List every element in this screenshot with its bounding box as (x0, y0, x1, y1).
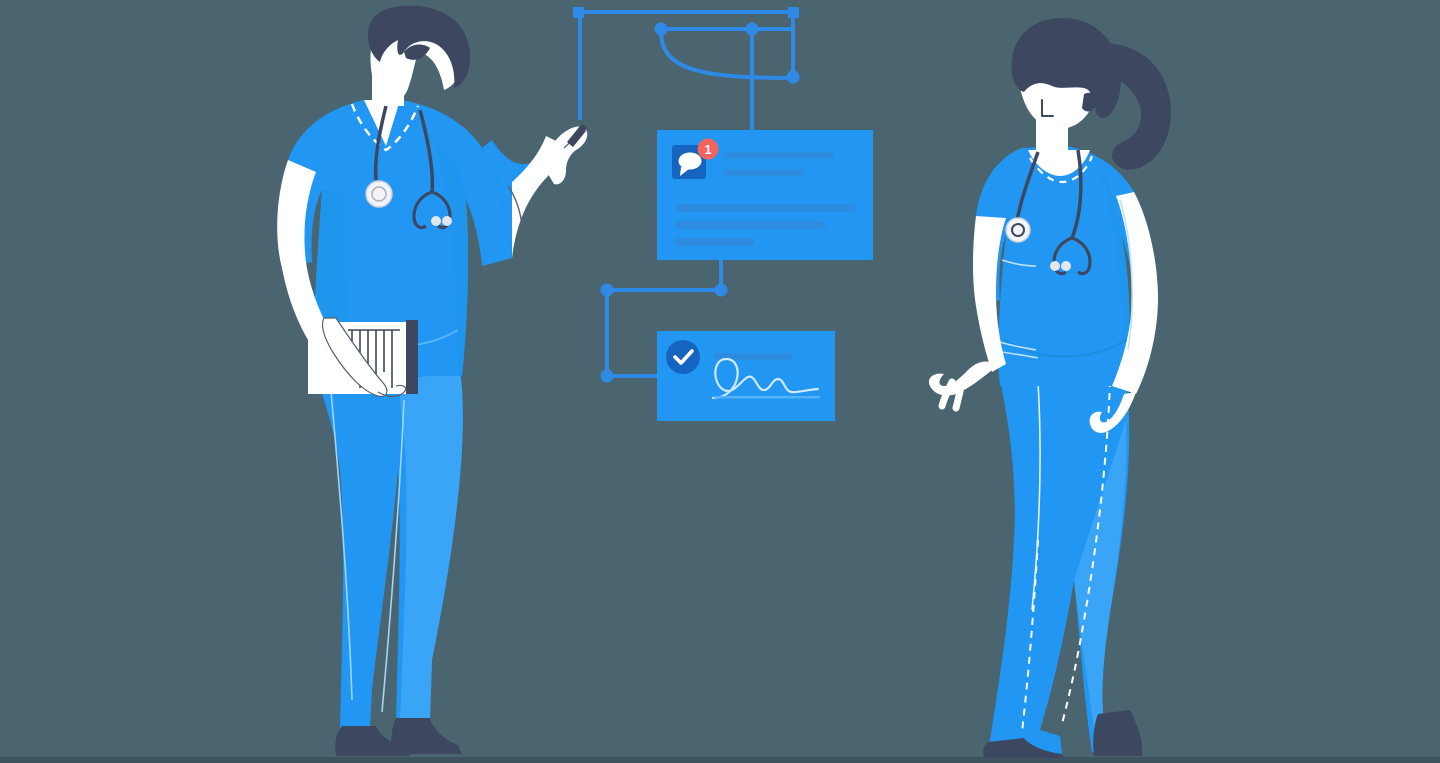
message-card-line-2 (724, 169, 804, 176)
male-vneck-stitch (350, 103, 420, 152)
male-stethoscope-tube-left (373, 105, 388, 181)
male-stethoscope-tip-right (442, 216, 452, 226)
node-curve-end (786, 70, 800, 84)
male-finger-curl (377, 384, 407, 398)
clipboard-spine (406, 320, 418, 394)
female-trouser-stitch-right (1061, 379, 1111, 725)
notification-badge-count: 1 (704, 142, 711, 157)
female-stethoscope-tip-right (1061, 261, 1071, 271)
male-stethoscope-diaphragm (371, 186, 387, 202)
node-top-left (573, 7, 584, 18)
male-trouser-seam-left (329, 379, 353, 701)
node-lower-left (600, 283, 614, 297)
male-stethoscope-chestpiece (365, 180, 393, 208)
message-card-line-4 (675, 221, 825, 229)
message-card-line-1 (724, 152, 834, 159)
female-right-hand (1089, 392, 1136, 433)
female-right-arm (1112, 192, 1158, 394)
message-card-line-3 (675, 204, 855, 212)
female-stethoscope-diaphragm (1011, 223, 1025, 237)
node-lower-right (714, 283, 728, 297)
female-collar (1028, 150, 1090, 176)
male-nurse-figure (277, 5, 588, 756)
male-trouser-seam-right (381, 399, 405, 713)
node-curve-mid (745, 22, 759, 36)
male-left-arm (277, 160, 338, 352)
male-hand-on-clipboard (321, 317, 388, 397)
female-profile-mark (1041, 99, 1054, 117)
signature-baseline (714, 396, 820, 399)
node-lower-bottom (600, 369, 614, 383)
male-hair-icon (368, 5, 471, 88)
check-circle-background (666, 340, 700, 374)
check-icon (673, 349, 694, 365)
edge-bezier-curve (659, 30, 794, 80)
female-finger-2 (952, 378, 966, 412)
male-trouser-shade (398, 372, 463, 720)
female-nurse-figure (928, 18, 1171, 758)
male-shoe-left (335, 726, 410, 756)
male-stethoscope-earpiece-right (431, 190, 452, 230)
barcode-icon (348, 329, 400, 388)
female-trouser-stitch-left (1021, 539, 1039, 733)
handwritten-signature-icon (711, 357, 820, 400)
message-card[interactable]: 1 (657, 130, 873, 260)
female-fold-3 (1001, 259, 1037, 267)
male-shoe-right (391, 718, 462, 754)
female-stethoscope-chestpiece (1005, 217, 1031, 243)
female-collar-stitch (1029, 155, 1094, 184)
female-finger-1 (938, 378, 956, 410)
male-hair-fringe (404, 44, 430, 60)
message-card-line-5 (675, 238, 755, 246)
female-trouser-shade (1074, 420, 1127, 744)
ground-line (0, 757, 1440, 763)
node-curve-start (654, 22, 668, 36)
signature-card-title-line (714, 353, 792, 360)
female-stethoscope-tube-right (1070, 149, 1083, 239)
female-shoe-left (983, 738, 1064, 758)
signature-card[interactable] (657, 331, 835, 421)
female-sleeve-contour (1119, 199, 1133, 351)
male-torso-shade-right (434, 140, 469, 376)
node-top-right (788, 7, 799, 18)
female-hair-icon (1011, 18, 1121, 118)
female-ponytail-icon (1096, 43, 1171, 170)
female-fold-2 (1001, 351, 1039, 359)
male-stethoscope-earpiece-left (412, 190, 433, 230)
female-shoe-right (1093, 710, 1142, 756)
notification-badge (697, 138, 719, 160)
male-forearm-contour (507, 185, 524, 263)
male-stethoscope-tip-left (431, 216, 441, 226)
diagram-nodes (573, 7, 800, 383)
female-stethoscope-tip-left (1050, 261, 1060, 271)
male-stethoscope-tube-right (418, 109, 435, 193)
female-stethoscope-earpiece-right (1071, 236, 1092, 276)
female-fold-1 (999, 341, 1037, 351)
chat-bubble-icon (678, 152, 702, 176)
female-left-arm (973, 216, 1006, 372)
female-left-hand (928, 361, 992, 396)
stylus-tip-icon (578, 124, 587, 133)
